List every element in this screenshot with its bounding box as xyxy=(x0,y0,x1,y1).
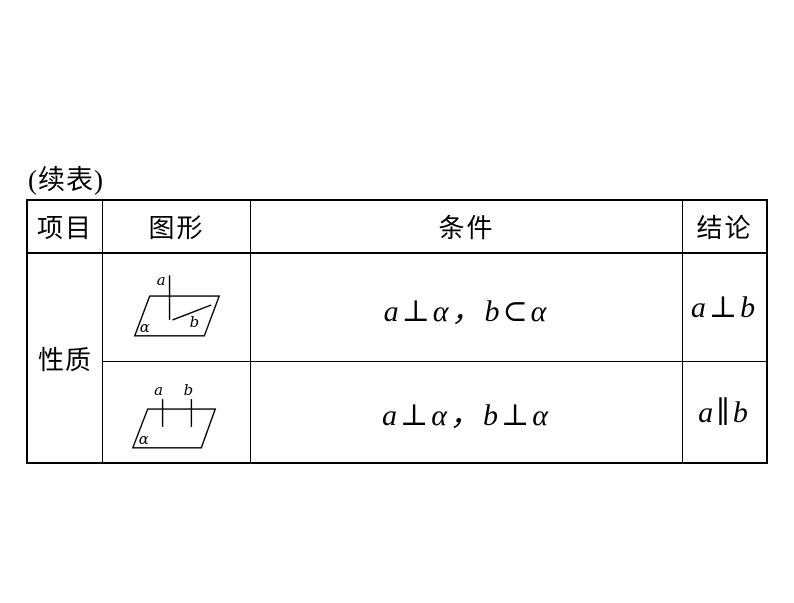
figure-two-lines-perp-plane: a b α xyxy=(131,381,217,448)
figure-line-perp-plane-line-in-plane: a b α xyxy=(133,271,221,337)
line-b xyxy=(172,304,212,321)
continued-table-label: (续表) xyxy=(28,165,104,195)
conclusion-cell-row2: a∥b xyxy=(683,362,766,462)
header-cell-item: 项目 xyxy=(28,201,103,254)
label-line-b: b xyxy=(190,313,200,331)
condition-cell-row2: a⊥α，b⊥α xyxy=(251,362,683,462)
label-line-b: b xyxy=(184,381,194,399)
figure-cell-row1: a b α xyxy=(103,254,251,362)
label-plane-alpha: α xyxy=(139,429,149,447)
header-cell-conclusion: 结论 xyxy=(683,201,766,254)
condition-expression-row2: a⊥α，b⊥α xyxy=(382,399,551,432)
plane-parallelogram xyxy=(131,407,217,448)
condition-expression-row1: a⊥α，b⊂α xyxy=(383,294,550,328)
row-group-label-property: 性质 xyxy=(28,254,103,462)
label-plane-alpha: α xyxy=(140,318,150,336)
label-line-a: a xyxy=(154,381,163,399)
properties-table: 项目 图形 条件 结论 性质 a b α a⊥α，b⊂α a⊥b xyxy=(26,199,768,464)
conclusion-cell-row1: a⊥b xyxy=(683,254,766,362)
header-cell-condition: 条件 xyxy=(251,201,683,254)
plane-parallelogram xyxy=(133,295,221,337)
label-line-a: a xyxy=(157,271,166,289)
header-cell-figure: 图形 xyxy=(103,201,251,254)
conclusion-expression-row2: a∥b xyxy=(698,395,751,429)
condition-cell-row1: a⊥α，b⊂α xyxy=(251,254,683,362)
conclusion-expression-row1: a⊥b xyxy=(690,291,759,324)
figure-cell-row2: a b α xyxy=(103,362,251,462)
